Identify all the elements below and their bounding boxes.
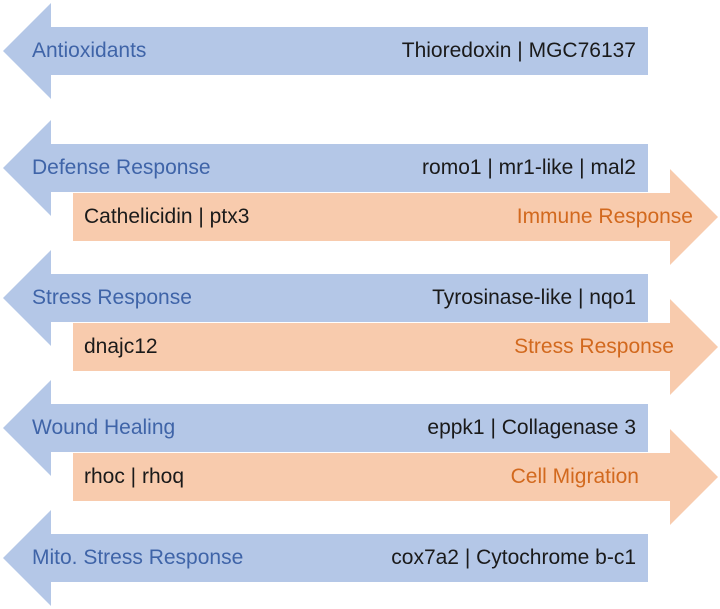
category-label-defense-response: Defense Response (32, 156, 211, 179)
left-arrow-wound-healing (3, 380, 648, 476)
gene-list-defense-response: romo1 | mr1-like | mal2 (422, 156, 636, 179)
left-arrow-stress-response (3, 250, 648, 346)
left-arrow-defense-response (3, 120, 648, 216)
gene-list-mito-stress-response: cox7a2 | Cytochrome b-c1 (391, 546, 636, 569)
category-label-wound-healing: Wound Healing (32, 416, 176, 439)
category-label-cell-migration: Cell Migration (510, 465, 639, 488)
category-label-stress-response-up: Stress Response (514, 335, 674, 358)
category-label-stress-response-down: Stress Response (32, 286, 192, 309)
right-arrow-cell-migration (73, 429, 718, 525)
left-arrow-antioxidants (3, 3, 648, 99)
gene-list-immune-response: Cathelicidin | ptx3 (84, 205, 250, 228)
right-arrow-immune-response (73, 169, 718, 265)
category-label-immune-response: Immune Response (516, 205, 693, 228)
category-label-mito-stress-response: Mito. Stress Response (32, 546, 244, 569)
right-arrow-stress-response (73, 299, 718, 395)
gene-list-wound-healing: eppk1 | Collagenase 3 (427, 416, 636, 439)
gene-list-cell-migration: rhoc | rhoq (84, 465, 185, 488)
gene-list-antioxidants: Thioredoxin | MGC76137 (401, 39, 636, 62)
gene-list-stress-response-up: dnajc12 (84, 335, 158, 358)
category-label-antioxidants: Antioxidants (32, 39, 147, 62)
gene-list-stress-response-down: Tyrosinase-like | nqo1 (432, 286, 636, 309)
left-arrow-mito-stress-response (3, 510, 648, 606)
